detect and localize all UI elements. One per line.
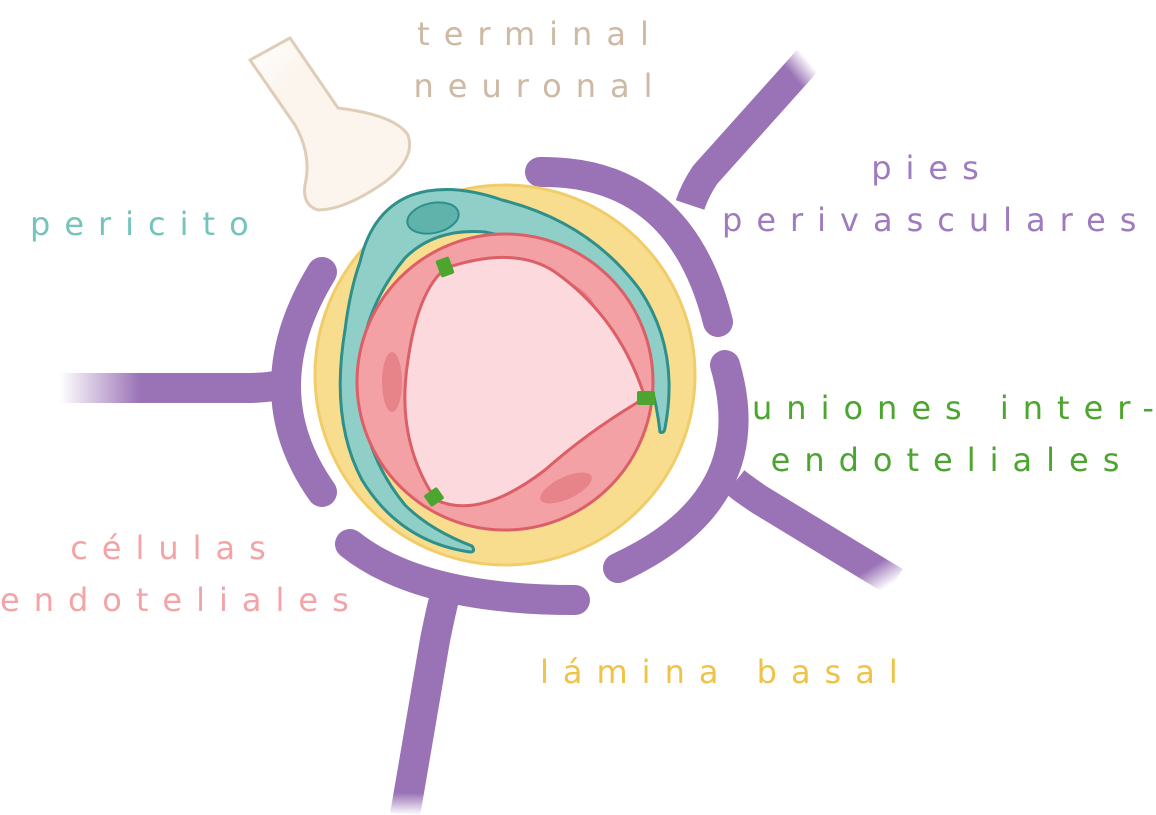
label-terminal-line2: neuronal: [400, 60, 680, 112]
label-celulas-line1: células: [0, 522, 350, 574]
label-terminal-line1: terminal: [400, 8, 680, 60]
label-pies-line1: pies: [722, 142, 1142, 194]
label-pericito: pericito: [30, 198, 280, 250]
astrocyte-foot-left: [60, 272, 322, 492]
label-uniones-interendoteliales: uniones inter- endoteliales: [752, 382, 1152, 486]
label-uniones-line1: uniones inter-: [752, 382, 1152, 434]
label-pericito-line1: pericito: [30, 198, 280, 250]
label-pies-perivasculares: pies perivasculares: [722, 142, 1142, 246]
label-uniones-line2: endoteliales: [752, 434, 1152, 486]
label-celulas-line2: endoteliales: [0, 574, 350, 626]
endothelial-nucleus-2: [382, 352, 402, 412]
label-pies-line2: perivasculares: [722, 194, 1142, 246]
label-lamina-basal: lámina basal: [540, 646, 900, 698]
label-terminal-neuronal: terminal neuronal: [400, 8, 680, 112]
junction-right: [637, 391, 655, 405]
label-lamina-line1: lámina basal: [540, 646, 900, 698]
neuron-terminal: [250, 38, 410, 210]
label-celulas-endoteliales: células endoteliales: [0, 522, 350, 626]
